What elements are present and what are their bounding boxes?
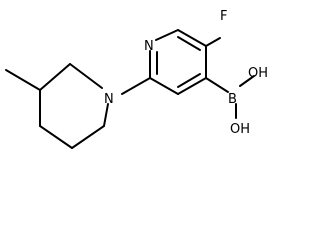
bond-ce-n [103,103,109,127]
double-bond-c3-c4 [177,73,201,88]
hydroxyl-upper-label: OH [248,66,268,81]
bond-c3-c4 [177,77,207,95]
bond-cd-ce [71,125,105,149]
bond-c5-f [205,37,221,47]
bond-c2-n-piperidine [121,77,151,95]
piperidine-nitrogen-label: N [104,92,114,107]
chemical-structure: F N N B OH OH [5,9,268,149]
fluorine-label: F [220,9,227,24]
bond-c4-b [205,77,229,93]
bond-cc-cd [39,125,73,149]
bond-c2-c3 [149,77,179,95]
bond-c5-c6 [177,29,207,47]
piperidine-ring [39,63,109,149]
bond-b-oh-upper [239,75,255,87]
boron-label: B [228,92,237,107]
bond-n-ca [69,63,103,89]
bond-ca-cb [39,63,71,91]
pyridine-nitrogen-label: N [144,39,154,54]
bond-c6-n1 [155,29,179,41]
bond-cb-methyl [5,69,41,91]
pyridine-ring [149,29,207,95]
double-bond-c5-c6 [177,36,201,51]
hydroxyl-lower-label: OH [230,122,250,137]
